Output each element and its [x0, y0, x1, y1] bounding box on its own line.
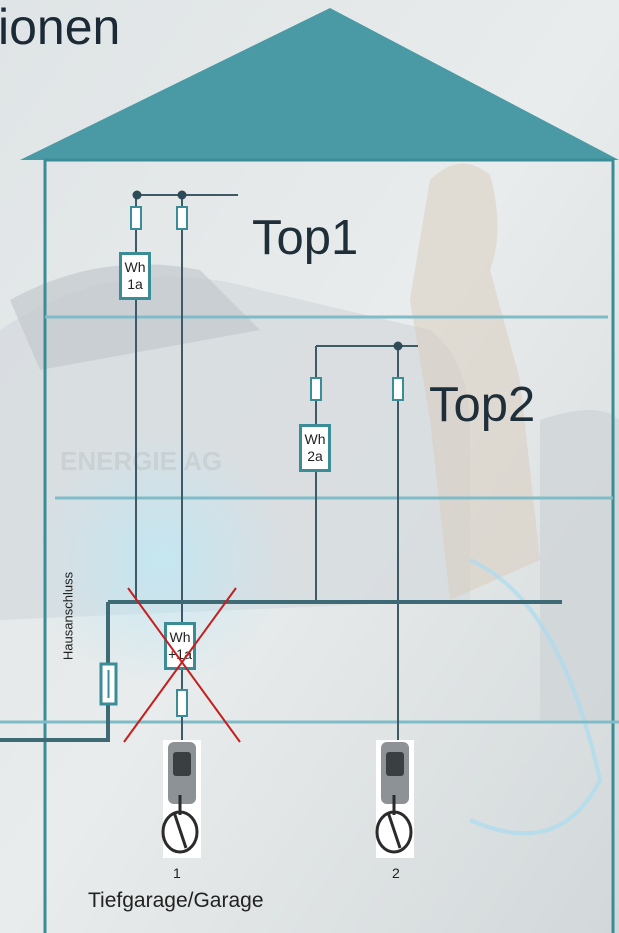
- fuse-top2-a: [310, 377, 322, 401]
- charger-2-graphic: [375, 740, 414, 858]
- house-roof: [20, 8, 619, 160]
- top2-label: Top2: [429, 378, 536, 432]
- background-cable: [469, 558, 603, 836]
- meter-plus-1a-unit: Wh: [169, 629, 191, 645]
- junction-dot-2: [177, 190, 187, 200]
- junction-dot-1: [132, 190, 142, 200]
- fuse-garage-1: [176, 689, 188, 717]
- background-car-right: [540, 410, 619, 720]
- charger-1-graphic: [161, 740, 201, 858]
- hausanschluss-label: Hausanschluss: [60, 571, 76, 661]
- fuse-top1-b: [176, 206, 188, 230]
- meter-2a-unit: Wh: [304, 431, 326, 447]
- fuse-top1-a: [130, 206, 142, 230]
- charger-1-number: 1: [173, 865, 181, 881]
- meter-plus-1a: Wh +1a: [164, 622, 196, 670]
- top1-label: Top1: [252, 211, 359, 265]
- background-person: [410, 163, 540, 601]
- junction-dot-3: [393, 341, 403, 351]
- meter-1a: Wh 1a: [119, 252, 151, 300]
- meter-1a-id: 1a: [127, 275, 143, 292]
- house-outline: [43, 158, 615, 933]
- page-title: ionen: [0, 0, 121, 55]
- meter-2a-id: 2a: [307, 447, 323, 464]
- charger-2-number: 2: [392, 865, 400, 881]
- garage-label: Tiefgarage/Garage: [88, 889, 264, 912]
- meter-plus-1a-id: +1a: [168, 645, 192, 662]
- meter-2a: Wh 2a: [299, 424, 331, 472]
- fuse-top2-b: [392, 377, 404, 401]
- meter-1a-unit: Wh: [124, 259, 146, 275]
- background-brand-text: ENERGIE AG: [60, 446, 222, 476]
